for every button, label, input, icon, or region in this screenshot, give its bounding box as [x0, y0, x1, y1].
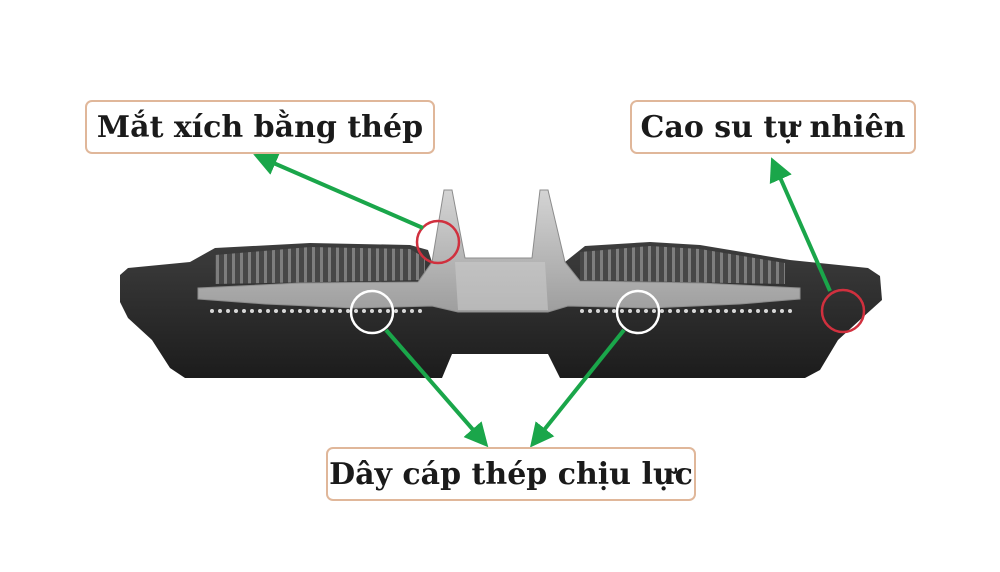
steel-cable-dot [788, 309, 792, 313]
steel-cable-dot [724, 309, 728, 313]
steel-cable-arrow-left [384, 328, 489, 448]
label-steel-cable: Dây cáp thép chịu lực [326, 447, 696, 501]
steel-cable-dot [756, 309, 760, 313]
natural-rubber-arrow [769, 157, 832, 292]
steel-cable-dot [330, 309, 334, 313]
steel-cable-dot [708, 309, 712, 313]
steel-cable-dot [780, 309, 784, 313]
steel-cable-row-right [580, 309, 792, 313]
steel-cable-dot [692, 309, 696, 313]
steel-cable-dot [588, 309, 592, 313]
steel-cable-arrow-right [530, 328, 626, 448]
steel-cable-dot [636, 309, 640, 313]
steel-cable-dot [700, 309, 704, 313]
steel-cable-dot [234, 309, 238, 313]
steel-cable-dot [226, 309, 230, 313]
steel-cable-dot [242, 309, 246, 313]
steel-cable-dot [402, 309, 406, 313]
steel-cable-dot [684, 309, 688, 313]
steel-cable-dot [580, 309, 584, 313]
steel-cable-highlight-circle-right [615, 289, 661, 335]
steel-cable-dot [338, 309, 342, 313]
rubber-ribs-right [580, 246, 785, 284]
steel-link-arrow [253, 152, 424, 230]
steel-cable-dot [418, 309, 422, 313]
steel-cable-dot [306, 309, 310, 313]
steel-cable-dot [748, 309, 752, 313]
steel-link-center-highlight [455, 262, 548, 310]
steel-cable-dot [668, 309, 672, 313]
steel-cable-dot [346, 309, 350, 313]
steel-cable-dot [596, 309, 600, 313]
steel-cable-dot [764, 309, 768, 313]
steel-cable-dot [644, 309, 648, 313]
steel-cable-dot [298, 309, 302, 313]
steel-cable-dot [394, 309, 398, 313]
steel-cable-dot [740, 309, 744, 313]
steel-cable-dot [218, 309, 222, 313]
rubber-ribs-left [215, 247, 425, 284]
label-natural-rubber-text: Cao su tự nhiên [640, 109, 906, 145]
steel-cable-dot [290, 309, 294, 313]
steel-cable-dot [604, 309, 608, 313]
steel-cable-highlight-circle-left [349, 289, 395, 335]
steel-cable-dot [772, 309, 776, 313]
steel-cable-dot [250, 309, 254, 313]
steel-cable-dot [716, 309, 720, 313]
steel-cable-dot [620, 309, 624, 313]
steel-cable-dot [362, 309, 366, 313]
steel-cable-dot [282, 309, 286, 313]
steel-cable-dot [378, 309, 382, 313]
steel-cable-dot [612, 309, 616, 313]
label-steel-cable-text: Dây cáp thép chịu lực [329, 456, 693, 492]
steel-cable-dot [628, 309, 632, 313]
label-natural-rubber: Cao su tự nhiên [630, 100, 916, 154]
steel-link-highlight-circle [415, 219, 461, 265]
steel-cable-dot [258, 309, 262, 313]
steel-cable-dot [322, 309, 326, 313]
steel-cable-dot [370, 309, 374, 313]
steel-cable-dot [314, 309, 318, 313]
steel-cable-dot [210, 309, 214, 313]
steel-cable-dot [410, 309, 414, 313]
label-steel-link-text: Mắt xích bằng thép [96, 109, 424, 145]
steel-cable-row-left [210, 309, 422, 313]
steel-cable-dot [274, 309, 278, 313]
steel-cable-dot [676, 309, 680, 313]
steel-cable-dot [354, 309, 358, 313]
steel-cable-dot [652, 309, 656, 313]
steel-cable-dot [386, 309, 390, 313]
rubber-highlight-circle [820, 288, 866, 334]
steel-cable-dot [266, 309, 270, 313]
steel-cable-dot [660, 309, 664, 313]
steel-cable-dot [732, 309, 736, 313]
label-steel-link: Mắt xích bằng thép [85, 100, 435, 154]
